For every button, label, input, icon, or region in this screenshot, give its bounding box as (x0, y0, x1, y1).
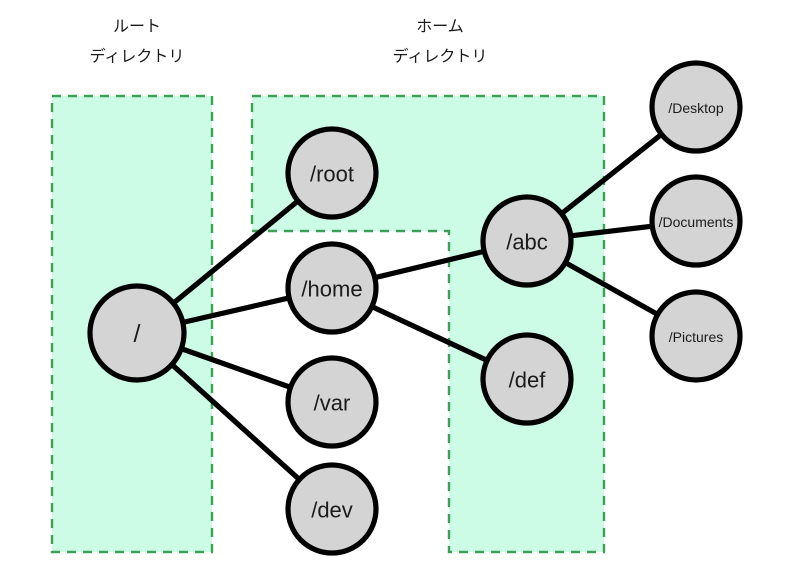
node-abc[interactable]: /abc (480, 194, 574, 288)
node-var-label: /var (314, 391, 351, 416)
node-pictures[interactable]: /Pictures (649, 289, 743, 383)
node-home-circle[interactable] (285, 241, 379, 335)
node-documents-label: /Documents (659, 214, 734, 230)
node-layer: / /root/home/var/dev/abc/def/Desktop/Docu… (87, 60, 743, 556)
edge-abc-to-desktop (557, 130, 666, 218)
edge-home-to-def (367, 303, 492, 364)
node-documents[interactable]: /Documents (649, 174, 743, 268)
edge-abc-to-pictures (561, 258, 662, 319)
node-dev-label: /dev (311, 498, 353, 523)
node-pictures-label: /Pictures (669, 329, 723, 345)
node-desktop[interactable]: /Desktop (649, 60, 743, 154)
node-dev[interactable]: /dev (285, 462, 379, 556)
root-directory-region-caption-line2: ディレクトリ (90, 47, 185, 66)
node-root-circle[interactable] (87, 283, 187, 383)
home-directory-region-caption-line2: ディレクトリ (393, 47, 488, 66)
home-directory-region-caption-line1: ホーム (416, 19, 464, 36)
home-directory-region-outline (250, 94, 606, 554)
node-home[interactable]: /home (285, 241, 379, 335)
node-root-home[interactable]: /root (285, 126, 379, 220)
node-root-home-label: /root (310, 162, 354, 187)
edge-root-to-var (176, 345, 296, 391)
node-documents-circle[interactable] (649, 174, 743, 268)
node-root-label: / (134, 320, 141, 348)
node-var-circle[interactable] (285, 355, 379, 449)
edge-root-to-dev (167, 360, 304, 484)
node-abc-label: /abc (506, 230, 548, 255)
node-pictures-circle[interactable] (649, 289, 743, 383)
edge-abc-to-documents (566, 223, 657, 239)
node-desktop-circle[interactable] (649, 60, 743, 154)
edge-home-to-abc (370, 248, 489, 281)
node-home-label: /home (301, 277, 362, 302)
node-def[interactable]: /def (480, 332, 574, 426)
node-root[interactable]: / (87, 283, 187, 383)
edge-root-to-home (178, 294, 294, 326)
node-root-home-circle[interactable] (285, 126, 379, 220)
node-def-label: /def (509, 368, 547, 393)
node-var[interactable]: /var (285, 355, 379, 449)
node-desktop-label: /Desktop (668, 100, 723, 116)
edge-root-to-root-home (169, 197, 303, 308)
edge-layer (167, 130, 666, 484)
root-directory-region-outline (50, 94, 214, 554)
node-def-circle[interactable] (480, 332, 574, 426)
node-dev-circle[interactable] (285, 462, 379, 556)
node-abc-circle[interactable] (480, 194, 574, 288)
root-directory-region-caption-line1: ルート (113, 19, 161, 36)
